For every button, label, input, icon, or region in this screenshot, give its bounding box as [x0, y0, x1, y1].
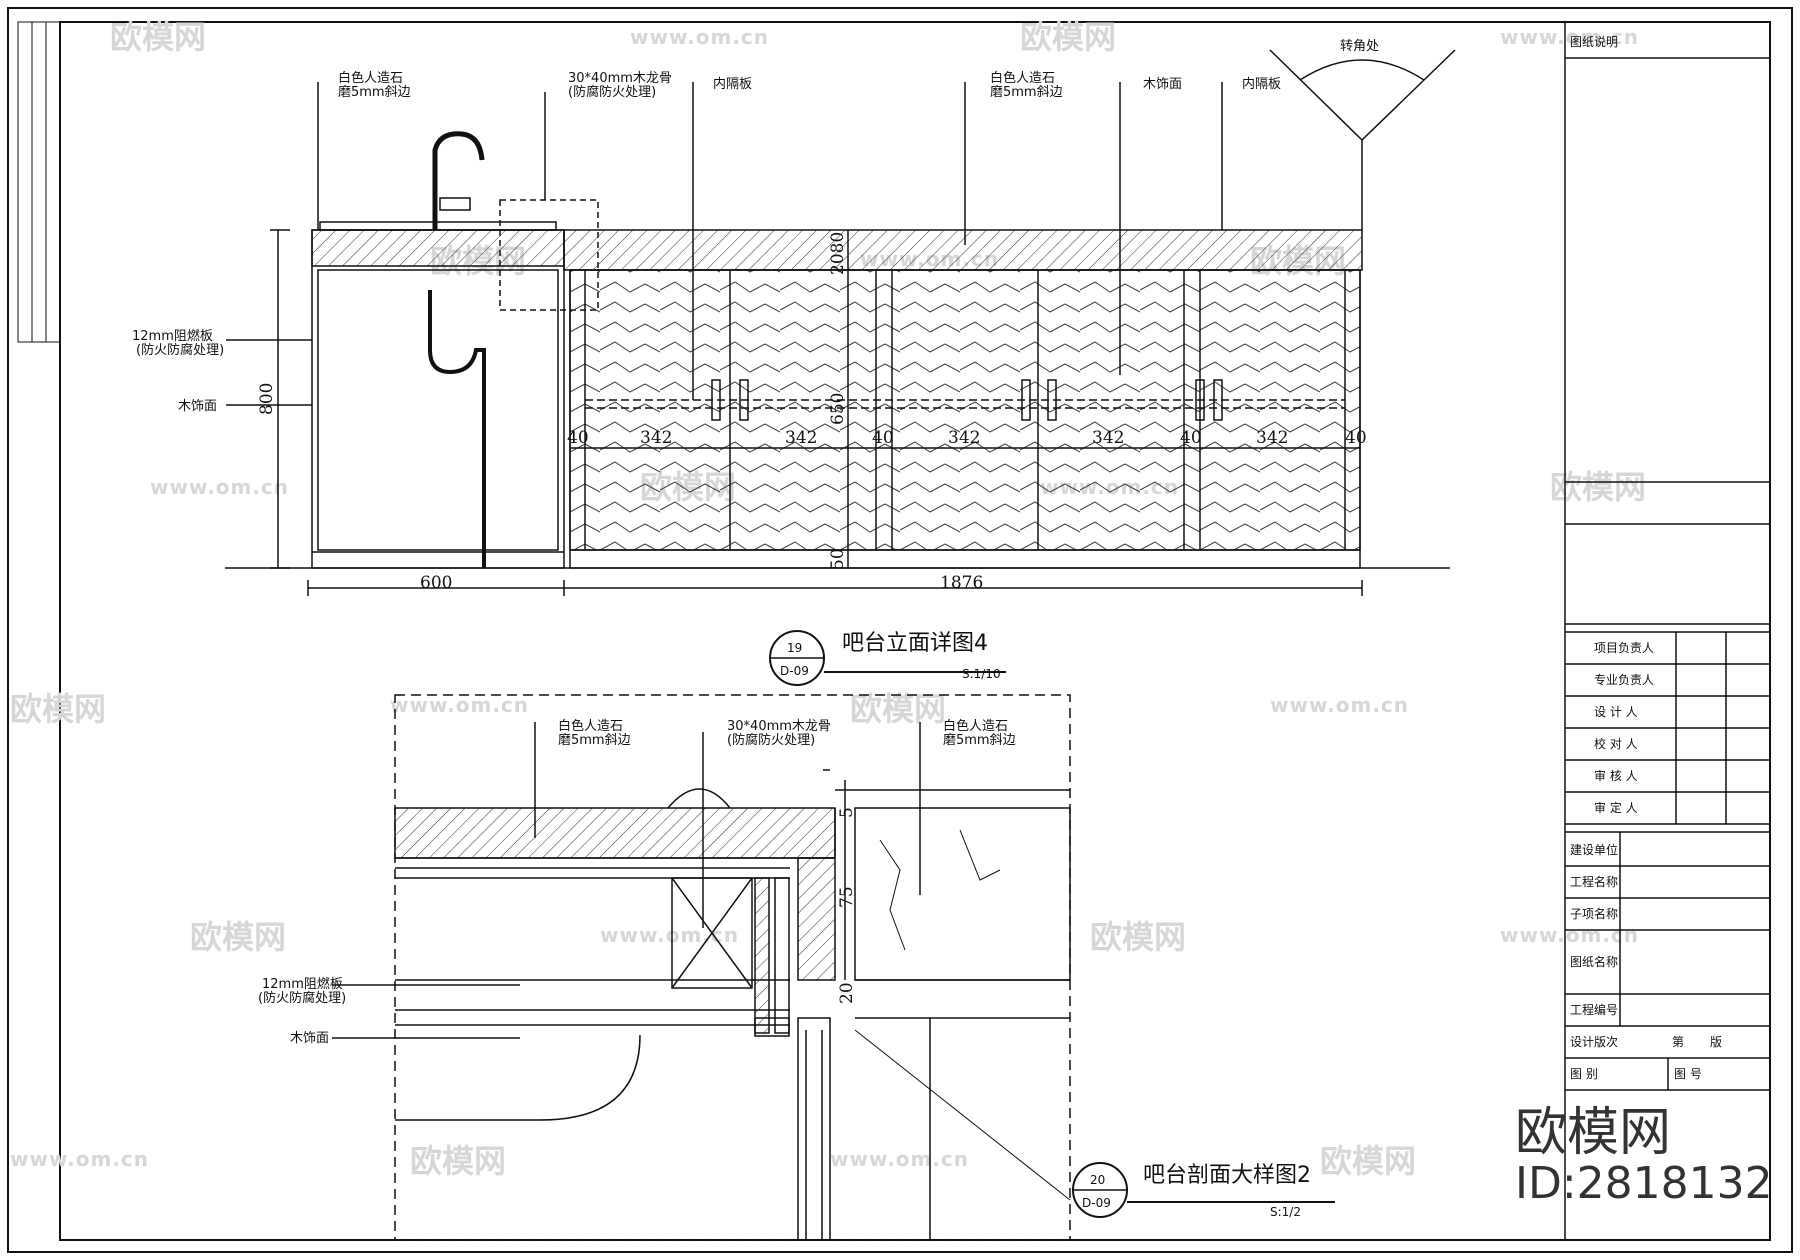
label-stone-1-edge: 磨5mm斜边 — [338, 85, 411, 100]
tb-role: 设 计 人 — [1594, 705, 1638, 719]
section-scale: S:1/2 — [1270, 1205, 1301, 1219]
label-stone-2-edge: 磨5mm斜边 — [990, 85, 1063, 100]
elevation-sheet: D-09 — [780, 664, 809, 678]
label-corner: 转角处 — [1340, 39, 1379, 54]
brand-watermark: 欧模网 ID:2818132 — [1515, 1103, 1773, 1209]
dim-seg: 342 — [1092, 428, 1124, 448]
tb-info: 图纸名称 — [1570, 954, 1618, 969]
section-title-text: 吧台剖面大样图2 — [1143, 1163, 1311, 1188]
dim-2080: 2080 — [828, 232, 848, 275]
tb-info: 工程名称 — [1570, 874, 1618, 889]
elevation-title: 19 D-09 吧台立面详图4 S:1/10 — [770, 631, 1006, 685]
dim-seg: 40 — [567, 428, 589, 448]
label-stone-2: 白色人造石 — [990, 70, 1055, 86]
dim-600: 600 — [420, 573, 452, 593]
dim-1876: 1876 — [940, 573, 983, 593]
elevation-title-text: 吧台立面详图4 — [842, 631, 988, 656]
watermark-url: www.om.cn — [630, 25, 769, 49]
tb-role: 校 对 人 — [1594, 736, 1638, 751]
brand-logo-text: 欧模网 — [1515, 1103, 1671, 1163]
label-keel-treatment: (防腐防火处理) — [568, 84, 656, 100]
section-sheet: D-09 — [1082, 1196, 1111, 1210]
tb-version-a: 第 — [1672, 1035, 1684, 1049]
tb-drawing-cat: 图 别 — [1570, 1067, 1598, 1081]
dim-seg: 342 — [640, 428, 672, 448]
binding-strip — [18, 22, 60, 342]
elevation-scale: S:1/10 — [962, 667, 1001, 681]
dim-seg: 40 — [872, 428, 894, 448]
brand-id: ID:2818132 — [1515, 1158, 1773, 1209]
label-wood-left: 木饰面 — [178, 399, 217, 414]
watermark-url: www.om.cn — [1270, 693, 1409, 717]
dim-seg: 342 — [1256, 428, 1288, 448]
watermark-layer: 欧模网 www.om.cn 欧模网 www.om.cn 欧模网 www.om.c… — [10, 18, 1646, 1180]
watermark-url: www.om.cn — [10, 1147, 149, 1171]
section-label-board: 12mm阻燃板 — [262, 976, 343, 992]
tb-drawing-no: 图 号 — [1674, 1067, 1702, 1081]
label-partition-1: 内隔板 — [713, 76, 752, 92]
elevation-drawing — [225, 50, 1455, 596]
label-wood-veneer: 木饰面 — [1143, 77, 1182, 92]
tb-header: 图纸说明 — [1570, 34, 1618, 49]
label-keel: 30*40mm木龙骨 — [568, 71, 672, 86]
section-label-stone-1-edge: 磨5mm斜边 — [558, 733, 631, 748]
section-title: 20 D-09 吧台剖面大样图2 S:1/2 — [1073, 1163, 1335, 1219]
tb-role: 项目负责人 — [1594, 641, 1654, 655]
watermark-text: 欧模网 — [1090, 918, 1186, 956]
title-block — [1565, 22, 1770, 1240]
tb-info: 子项名称 — [1570, 906, 1618, 921]
section-label-stone-2: 白色人造石 — [943, 718, 1008, 734]
section-dim-5: 5 — [837, 807, 857, 818]
section-labels: 白色人造石 磨5mm斜边 30*40mm木龙骨 (防腐防火处理) 白色人造石 磨… — [258, 718, 1016, 1046]
section-label-board-treatment: (防火防腐处理) — [258, 990, 346, 1006]
section-dim-20: 20 — [837, 982, 857, 1004]
section-label-stone-1: 白色人造石 — [558, 718, 623, 734]
tb-role: 审 核 人 — [1594, 768, 1638, 783]
dim-50: 50 — [828, 548, 848, 570]
section-label-wood: 木饰面 — [290, 1031, 329, 1046]
watermark-text: 欧模网 — [10, 690, 106, 728]
watermark-text: 欧模网 — [1020, 18, 1116, 56]
section-label-stone-2-edge: 磨5mm斜边 — [943, 733, 1016, 748]
label-partition-2: 内隔板 — [1242, 76, 1281, 92]
dim-height: 800 — [257, 383, 277, 415]
label-stone-1: 白色人造石 — [338, 70, 403, 86]
dim-650: 650 — [828, 393, 848, 425]
tb-info: 工程编号 — [1570, 1002, 1618, 1017]
watermark-url: www.om.cn — [390, 693, 529, 717]
watermark-url: www.om.cn — [1500, 923, 1639, 947]
tb-info: 建设单位 — [1570, 842, 1618, 857]
section-dim-75: 75 — [837, 886, 857, 908]
label-board-treatment: (防火防腐处理) — [136, 342, 224, 358]
tb-role: 审 定 人 — [1594, 800, 1638, 815]
elevation-number: 19 — [787, 641, 802, 655]
dim-seg: 40 — [1345, 428, 1367, 448]
watermark-text: 欧模网 — [1320, 1142, 1416, 1180]
dim-seg: 342 — [785, 428, 817, 448]
dim-seg: 40 — [1180, 428, 1202, 448]
watermark-text: 欧模网 — [410, 1142, 506, 1180]
dim-seg: 342 — [948, 428, 980, 448]
label-board: 12mm阻燃板 — [132, 328, 213, 344]
section-label-keel: 30*40mm木龙骨 — [727, 719, 831, 734]
watermark-url: www.om.cn — [830, 1147, 969, 1171]
watermark-url: www.om.cn — [600, 923, 739, 947]
tb-version-b: 版 — [1710, 1035, 1722, 1049]
tb-info: 设计版次 — [1570, 1035, 1618, 1049]
section-label-keel-treatment: (防腐防火处理) — [727, 732, 815, 748]
section-number: 20 — [1090, 1173, 1105, 1187]
watermark-url: www.om.cn — [150, 475, 289, 499]
watermark-text: 欧模网 — [110, 18, 206, 56]
watermark-text: 欧模网 — [190, 918, 286, 956]
tb-role: 专业负责人 — [1594, 672, 1654, 687]
